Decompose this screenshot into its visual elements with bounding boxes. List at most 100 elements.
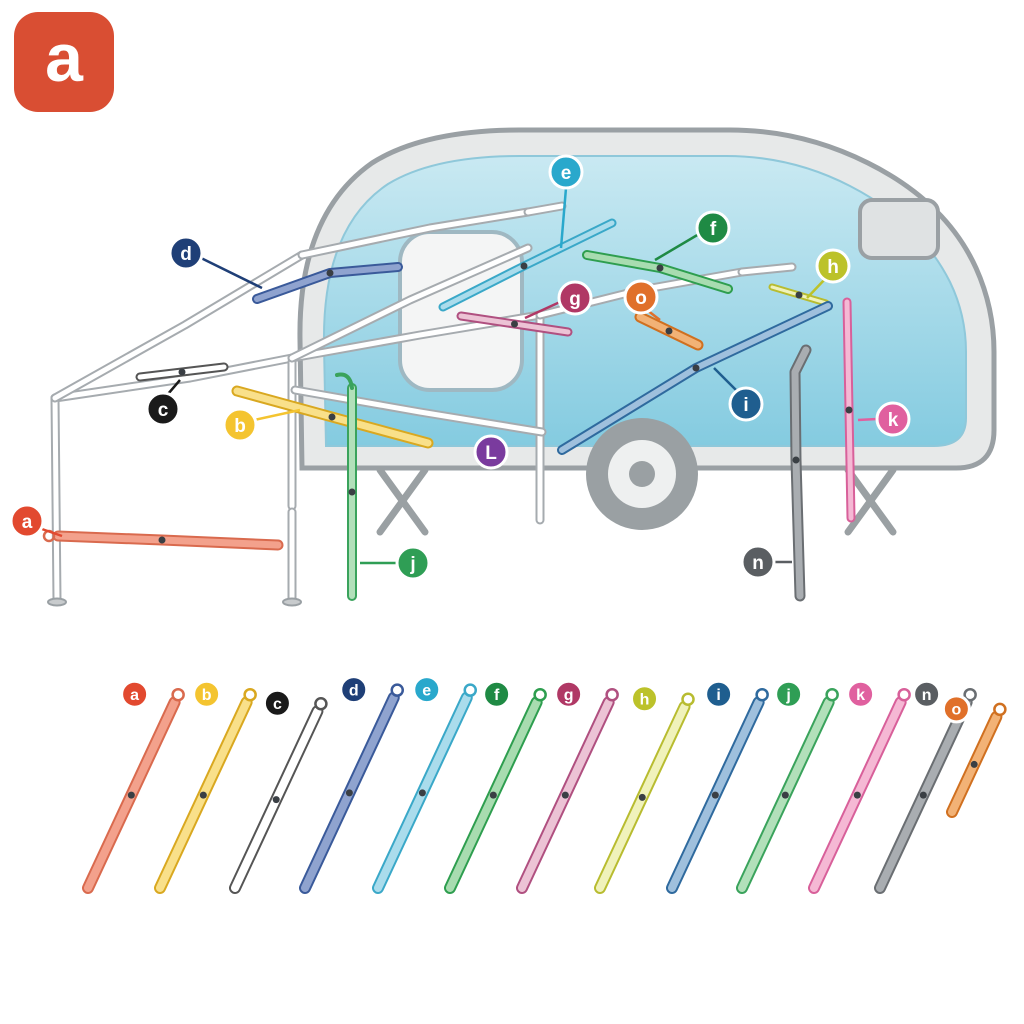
- pole-clamp: [845, 406, 853, 414]
- part-badge-letter: f: [494, 687, 500, 704]
- part-pole-g: [456, 311, 573, 337]
- part-badge-f: f: [482, 679, 512, 709]
- part-badge-k: k: [875, 401, 911, 437]
- part-badge-d: d: [168, 235, 204, 271]
- row-pole-i: i: [666, 679, 769, 894]
- frame-pole: [50, 393, 62, 605]
- part-badge-letter: c: [273, 696, 282, 713]
- callout-g: g: [524, 280, 593, 320]
- callout-h: h: [806, 248, 851, 299]
- part-badge-f: f: [695, 210, 731, 246]
- part-badge-letter: e: [422, 682, 431, 699]
- pole-clamp: [561, 791, 569, 799]
- part-badge-letter: o: [951, 702, 961, 719]
- pole-eyelet: [825, 687, 839, 702]
- pole-foot: [47, 597, 67, 607]
- frame-pole: [287, 243, 533, 363]
- callout-leader-line: [559, 187, 568, 249]
- row-pole-k: k: [808, 679, 911, 894]
- callout-leader-line: [857, 417, 878, 422]
- pole-clamp: [127, 791, 135, 799]
- part-badge-letter: b: [234, 416, 246, 437]
- pole-eyelet: [993, 702, 1007, 717]
- part-badge-j: j: [774, 679, 804, 709]
- part-pole-c: [135, 362, 229, 382]
- part-badge-letter: g: [569, 289, 581, 310]
- part-badge-b: b: [192, 679, 222, 709]
- caravan-door-window: [398, 230, 524, 392]
- part-badge-a: a: [9, 503, 45, 539]
- row-pole-j: j: [736, 679, 839, 894]
- pole-clamp: [326, 269, 334, 277]
- variant-badge-letter: a: [45, 20, 83, 96]
- part-callouts: d e f g o h c bLi k a j n: [9, 154, 911, 581]
- callout-f: f: [654, 210, 731, 262]
- part-badge-letter: L: [485, 443, 497, 464]
- part-badge-letter: b: [202, 687, 212, 704]
- part-pole-o: [634, 311, 704, 351]
- part-badge-letter: n: [922, 687, 932, 704]
- pole-eyelet: [755, 687, 769, 702]
- part-badge-b: b: [222, 407, 258, 443]
- callout-leader-line: [167, 379, 181, 395]
- row-pole-a: a: [82, 679, 185, 894]
- awning-frame-skeleton: [47, 201, 797, 607]
- row-pole-b: b: [154, 679, 257, 894]
- frame-pole: [290, 385, 547, 437]
- part-badge-i: i: [704, 679, 734, 709]
- part-pole-n: [789, 344, 812, 602]
- part-badge-letter: d: [349, 682, 359, 699]
- pole-clamp: [418, 789, 426, 797]
- pole-clamp: [178, 368, 186, 376]
- pole-hook: [335, 372, 354, 390]
- row-pole-g: g: [516, 679, 619, 894]
- part-pole-h: [768, 283, 830, 307]
- pole-clamp: [489, 791, 497, 799]
- row-pole-f: f: [444, 679, 547, 894]
- part-badge-letter: c: [158, 400, 169, 421]
- pole-eyelet: [605, 687, 619, 702]
- part-badge-h: h: [815, 248, 851, 284]
- callout-n: n: [740, 544, 792, 580]
- part-badge-j: j: [395, 545, 431, 581]
- part-badge-letter: j: [409, 554, 415, 575]
- part-pole-e: [438, 218, 617, 312]
- callout-k: k: [857, 401, 911, 437]
- part-badge-letter: e: [561, 163, 572, 184]
- pole-clamp: [970, 760, 978, 768]
- callout-e: e: [548, 154, 584, 249]
- part-badge-g: g: [554, 679, 584, 709]
- part-badge-letter: g: [564, 687, 574, 704]
- pole-clamp: [656, 264, 664, 272]
- part-badge-k: k: [846, 679, 876, 709]
- pole-clamp: [348, 488, 356, 496]
- frame-pole: [50, 353, 297, 403]
- pole-clamp: [692, 364, 700, 372]
- pole-eyelet: [533, 687, 547, 702]
- part-badge-c: c: [145, 391, 181, 427]
- part-pole-i: [557, 301, 833, 455]
- part-badge-letter: i: [743, 395, 748, 416]
- variant-badge: a: [14, 12, 114, 112]
- pole-eyelet: [463, 683, 477, 697]
- part-badge-d: d: [339, 675, 369, 705]
- callout-leader-line: [38, 526, 63, 538]
- part-badge-letter: n: [752, 553, 764, 574]
- callout-l: L: [473, 434, 509, 470]
- pole-clamp: [853, 791, 861, 799]
- pole-clamp: [795, 291, 803, 299]
- part-badge-a: a: [120, 679, 150, 709]
- part-badge-letter: o: [635, 288, 647, 309]
- pole-clamp: [272, 796, 280, 804]
- part-pole-a: [42, 529, 284, 551]
- pole-clamp: [711, 791, 719, 799]
- part-badge-letter: a: [130, 687, 139, 704]
- pole-clamp: [665, 327, 673, 335]
- callout-j: j: [360, 545, 431, 581]
- callout-leader-line: [200, 256, 263, 290]
- part-pole-b: [231, 385, 434, 449]
- part-badge-e: e: [412, 675, 442, 705]
- pole-clamp: [345, 789, 353, 797]
